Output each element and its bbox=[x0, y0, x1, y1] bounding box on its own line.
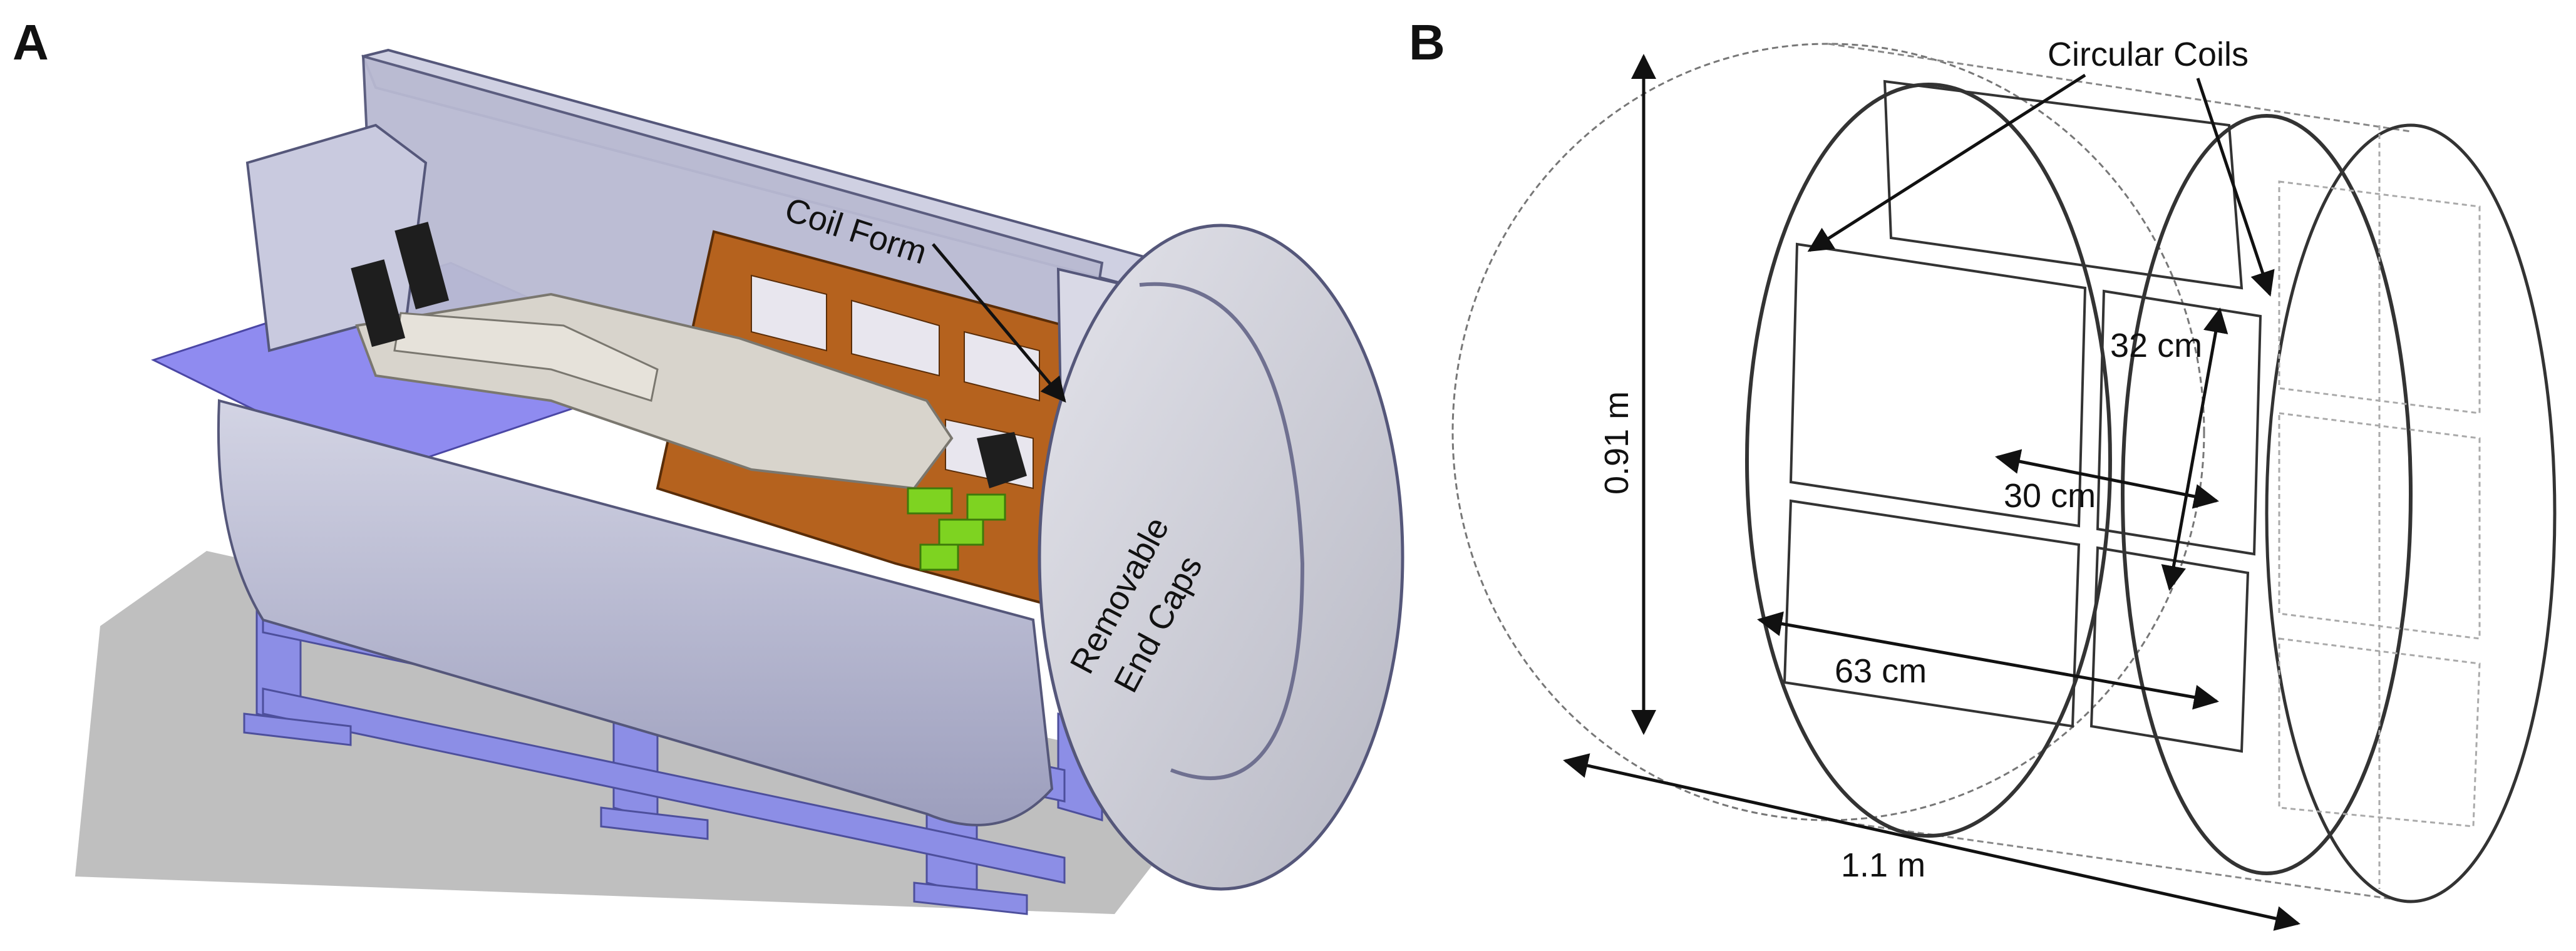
panel-b: B 0.91 m 1.1 m 63 cm 30 bbox=[1409, 14, 2557, 931]
dim-diameter-label: 0.91 m bbox=[1598, 391, 1636, 495]
green-sensors bbox=[907, 487, 1006, 571]
saddle-coil-grid bbox=[1783, 80, 2262, 753]
circular-coils-label: Circular Coils bbox=[2048, 36, 2249, 73]
cylinder-top-edge bbox=[1828, 43, 2411, 133]
phantom-arm bbox=[393, 312, 659, 402]
cylinder-back-end bbox=[2265, 123, 2557, 903]
end-cap-rim bbox=[1139, 282, 1305, 781]
feet-block-2 bbox=[394, 222, 450, 310]
dim-32-label: 32 cm bbox=[2110, 327, 2202, 364]
lower-shell bbox=[217, 399, 1054, 826]
panel-b-label: B bbox=[1409, 14, 1445, 70]
dim-30-label: 30 cm bbox=[2004, 477, 2096, 515]
panel-a: A bbox=[13, 14, 1404, 915]
coil-form-arrow bbox=[932, 243, 1066, 403]
head-block bbox=[977, 432, 1027, 488]
circular-coils-arrow-1 bbox=[1807, 73, 2086, 252]
back-coil-grid bbox=[2278, 125, 2481, 889]
panel-a-label: A bbox=[13, 14, 49, 70]
dim-length-arrow bbox=[1563, 753, 2300, 931]
circular-coils-arrow-2 bbox=[2196, 78, 2275, 297]
feet-block-1 bbox=[351, 259, 406, 347]
dim-63-label: 63 cm bbox=[1835, 652, 1927, 690]
dim-32-arrow bbox=[2161, 307, 2228, 591]
dim-length-label: 1.1 m bbox=[1841, 846, 1925, 884]
end-cap bbox=[1038, 224, 1404, 891]
dim-63-arrow bbox=[1757, 611, 2219, 710]
